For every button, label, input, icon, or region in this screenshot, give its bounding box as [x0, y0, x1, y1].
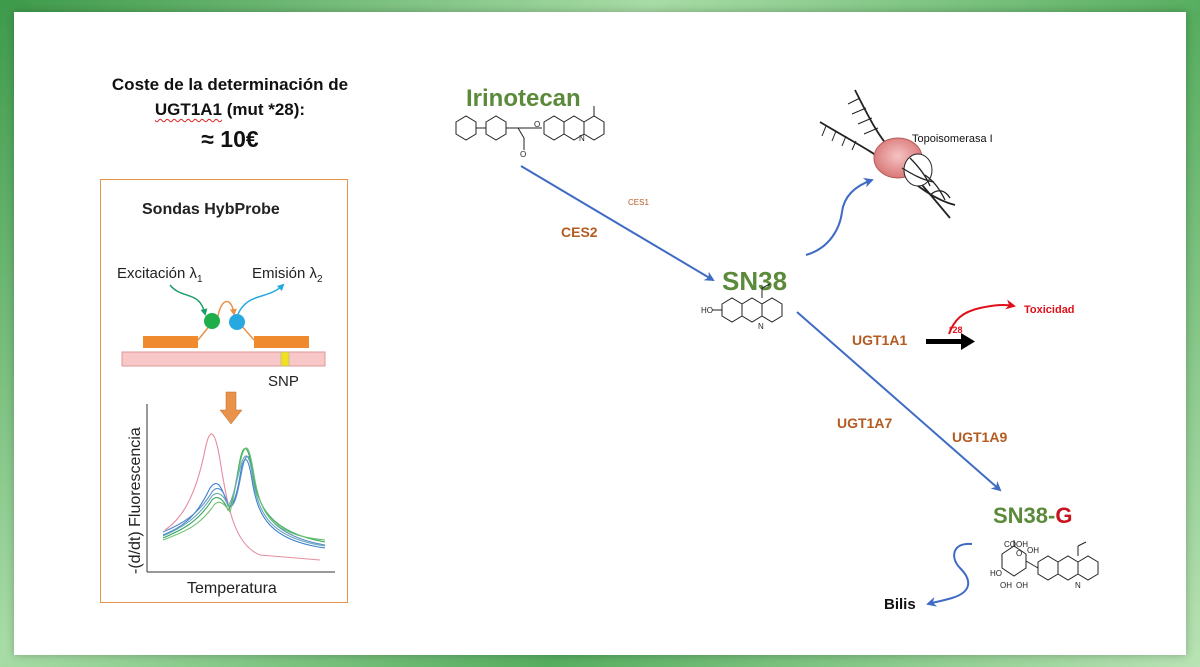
cost-header: Coste de la determinación de UGT1A1 (mut…: [60, 72, 400, 156]
melt-curve-blue-1: [162, 459, 326, 549]
ugt1a9-label: UGT1A9: [952, 429, 1007, 445]
snp-marker: [280, 351, 290, 367]
toxicity-bar: [926, 339, 964, 344]
irinotecan-label: Irinotecan: [466, 85, 581, 112]
fret-arrow: [217, 300, 237, 317]
melt-curve-blue-2: [162, 455, 326, 546]
sn38g-structure: [1001, 540, 1099, 581]
plot-y-label: -(d/dt) Fluorescencia: [127, 427, 144, 574]
ces2-label: CES2: [561, 224, 598, 240]
donor-fluorophore: [204, 313, 220, 329]
cost-price: ≈ 10€: [201, 126, 259, 152]
topo-dna-illustration: [819, 89, 956, 219]
emission-label: Emisión λ2: [252, 265, 323, 285]
sn38-label: SN38: [722, 266, 787, 296]
hybprobe-panel: [100, 179, 348, 603]
sn38-n: N: [758, 322, 764, 331]
probe-title: Sondas HybProbe: [142, 201, 280, 218]
plot-x-label: Temperatura: [187, 580, 277, 597]
sn38-ho: HO: [701, 306, 713, 315]
sn38g-oh-3: OH: [1016, 581, 1028, 590]
irinotecan-structure: [455, 106, 605, 150]
emission-arrow: [237, 283, 285, 315]
irinotecan-ester-o: O: [534, 120, 540, 129]
snp-label: SNP: [268, 373, 299, 390]
cost-gene: UGT1A1: [154, 100, 222, 119]
probe-right: [254, 336, 309, 348]
excitation-arrow: [169, 284, 208, 316]
sn38g-o: O: [1016, 549, 1022, 558]
arrow-toxicity: [948, 299, 1016, 335]
cost-mutation: (mut *28):: [221, 100, 306, 119]
arrow-sn38-sn38g: [796, 311, 1002, 492]
toxicity-bar-head: [961, 333, 975, 350]
probe-left: [143, 336, 198, 348]
melt-curves: [162, 433, 326, 561]
cost-line1: Coste de la determinación de: [111, 75, 349, 94]
sn38g-n: N: [1075, 581, 1081, 590]
ugt1a7-label: UGT1A7: [837, 415, 892, 431]
topo-label: Topoisomerasa I: [912, 133, 993, 145]
melt-curve-teal: [162, 455, 326, 547]
sn38g-oh-2: OH: [1000, 581, 1012, 590]
arrow-sn38g-bilis: [926, 542, 973, 607]
ugt1a1-label: UGT1A1: [852, 332, 907, 348]
sn38g-ho: HO: [990, 569, 1002, 578]
arrow-irinotecan-sn38: [520, 165, 715, 282]
arrow-sn38-topo: [805, 177, 874, 256]
cost-line2: UGT1A1 (mut *28):: [60, 97, 400, 122]
irinotecan-carbonyl-o: O: [520, 150, 526, 159]
sn38-structure: [712, 283, 783, 323]
acceptor-fluorophore: [229, 314, 245, 330]
toxicity-label: Toxicidad: [1024, 304, 1075, 316]
irinotecan-n: N: [579, 134, 585, 143]
down-arrow: [219, 391, 243, 425]
excitation-label: Excitación λ1: [117, 265, 203, 285]
sn38g-cooh: COOH: [1004, 540, 1028, 549]
sn38g-label: SN38-G: [993, 503, 1072, 528]
star28-label: *28: [949, 325, 963, 335]
bilis-label: Bilis: [884, 596, 916, 613]
ces1-label: CES1: [628, 198, 649, 207]
sn38g-oh-1: OH: [1027, 546, 1039, 555]
target-dna: [121, 351, 326, 367]
melt-curve-pink: [164, 433, 321, 561]
